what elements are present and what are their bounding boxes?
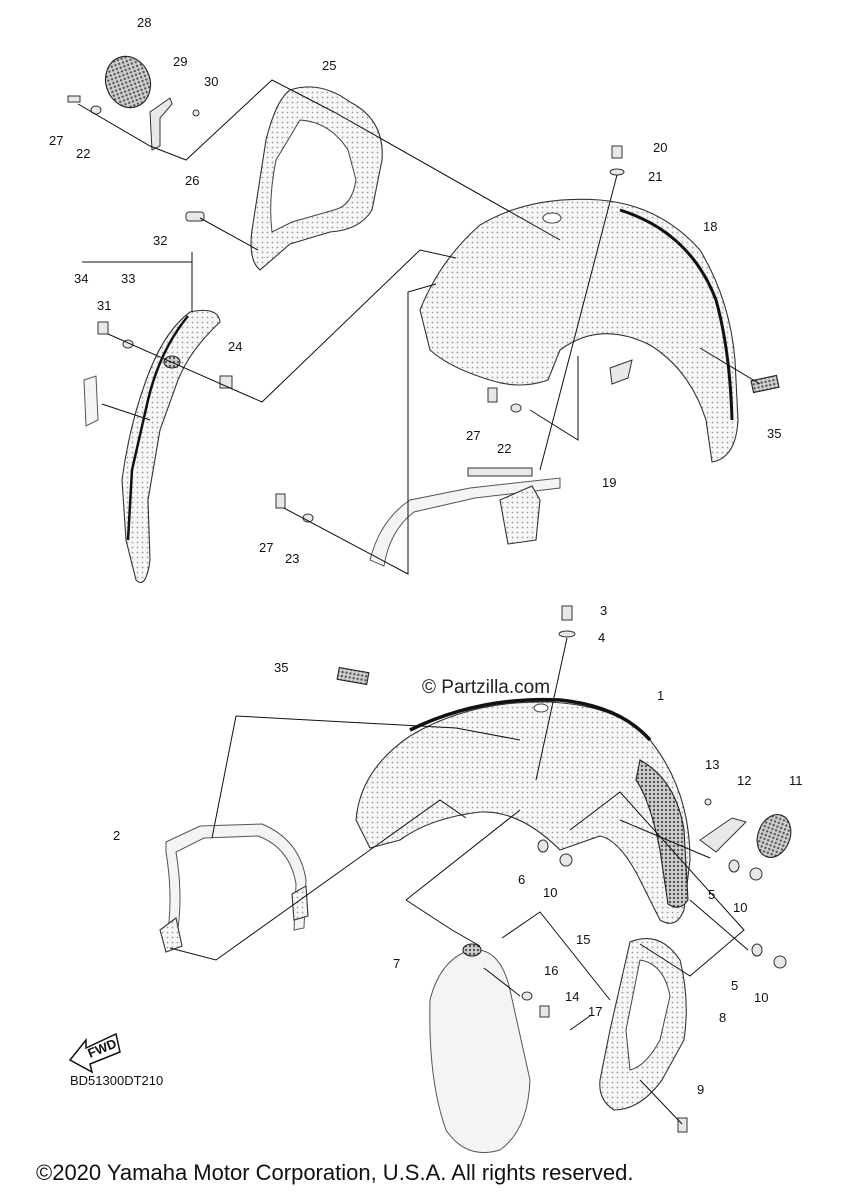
callout-17: 17 [588, 1004, 602, 1019]
nut-part [521, 991, 533, 1001]
callout-34: 34 [74, 271, 88, 286]
callout-5-b: 5 [731, 978, 738, 993]
callout-32: 32 [153, 233, 167, 248]
bracket-part [699, 817, 747, 853]
stay-part [369, 477, 561, 567]
mud-flap-part [429, 949, 531, 1153]
front-fender-part [355, 701, 691, 924]
callout-18: 18 [703, 219, 717, 234]
bracket-part [149, 97, 173, 151]
front-fender-top-edge [409, 697, 652, 742]
inner-panel-opening [270, 119, 357, 233]
nut-part [773, 955, 787, 969]
collar-part [510, 403, 522, 413]
lower-panel-opening [625, 959, 671, 1071]
callout-19: 19 [602, 475, 616, 490]
stay-bracket [499, 485, 541, 545]
callout-12: 12 [737, 773, 751, 788]
trim-part [83, 375, 99, 427]
watermark: © Partzilla.com [422, 677, 551, 698]
stay-foot [291, 885, 309, 921]
bolt-part [275, 493, 286, 509]
callout-14: 14 [565, 989, 579, 1004]
callout-7: 7 [393, 956, 400, 971]
reflector-part [336, 666, 370, 686]
side-lens-part [756, 814, 792, 858]
nut-part [559, 853, 573, 867]
callout-8: 8 [719, 1010, 726, 1025]
callout-9: 9 [697, 1082, 704, 1097]
bolt-part [67, 95, 81, 103]
fender-hole [533, 703, 549, 713]
callout-23: 23 [285, 551, 299, 566]
callout-5-a: 5 [708, 887, 715, 902]
fender-hole [542, 212, 562, 224]
callout-3: 3 [600, 603, 607, 618]
callout-35-a: 35 [767, 426, 781, 441]
callout-22-b: 22 [497, 441, 511, 456]
callout-27-a: 27 [49, 133, 63, 148]
fender-tab [609, 359, 633, 385]
callout-21: 21 [648, 169, 662, 184]
collar-part [751, 943, 763, 957]
screw-part [704, 798, 712, 806]
bolt-part [611, 145, 623, 159]
callout-31: 31 [97, 298, 111, 313]
side-cover-edge [126, 315, 189, 541]
fender-side-panel [635, 759, 689, 908]
callout-4: 4 [598, 630, 605, 645]
callout-25: 25 [322, 58, 336, 73]
callout-6: 6 [518, 872, 525, 887]
lens-part [104, 55, 152, 109]
nut-part [749, 867, 763, 881]
callout-1: 1 [657, 688, 664, 703]
callout-10-c: 10 [754, 990, 768, 1005]
callout-10-b: 10 [733, 900, 747, 915]
callout-16: 16 [544, 963, 558, 978]
callout-33: 33 [121, 271, 135, 286]
bolt-part [677, 1117, 688, 1133]
callout-27-c: 27 [259, 540, 273, 555]
collar-part [728, 859, 740, 873]
side-cover-part [121, 309, 221, 584]
lower-leader-lines [169, 637, 749, 1125]
upper-leader-lines [77, 79, 761, 575]
callout-13: 13 [705, 757, 719, 772]
callout-30: 30 [204, 74, 218, 89]
rear-fender-outer-edge [619, 208, 734, 421]
callout-22-a: 22 [76, 146, 90, 161]
pin-part [185, 211, 205, 222]
callout-20: 20 [653, 140, 667, 155]
washer-part [558, 630, 576, 638]
front-stay-part [165, 823, 307, 945]
copyright-notice: ©2020 Yamaha Motor Corporation, U.S.A. A… [36, 1160, 634, 1185]
screw-part [539, 1005, 550, 1018]
forward-arrow-icon: FWD [68, 1032, 121, 1074]
grommet-part [462, 943, 482, 957]
callout-26: 26 [185, 173, 199, 188]
callout-2: 2 [113, 828, 120, 843]
callout-numbers: 28 29 30 27 22 25 26 32 34 33 31 24 20 2… [49, 15, 803, 1097]
diagram-code: BD51300DT210 [70, 1073, 164, 1088]
callout-29: 29 [173, 54, 187, 69]
bolt-part [561, 605, 573, 621]
callout-10-a: 10 [543, 885, 557, 900]
callout-28: 28 [137, 15, 151, 30]
bolt-part [487, 387, 498, 403]
stay-foot [159, 917, 183, 953]
rear-fender-part [419, 198, 739, 463]
stay-plate [467, 467, 533, 477]
callout-27-b: 27 [466, 428, 480, 443]
reflector-part [750, 374, 780, 394]
callout-24: 24 [228, 339, 242, 354]
callout-35-b: 35 [274, 660, 288, 675]
callout-11: 11 [789, 773, 803, 788]
washer-part [609, 168, 625, 176]
screw-part [97, 321, 109, 335]
callout-15: 15 [576, 932, 590, 947]
screw-part [192, 109, 200, 117]
collar-part [537, 839, 549, 853]
